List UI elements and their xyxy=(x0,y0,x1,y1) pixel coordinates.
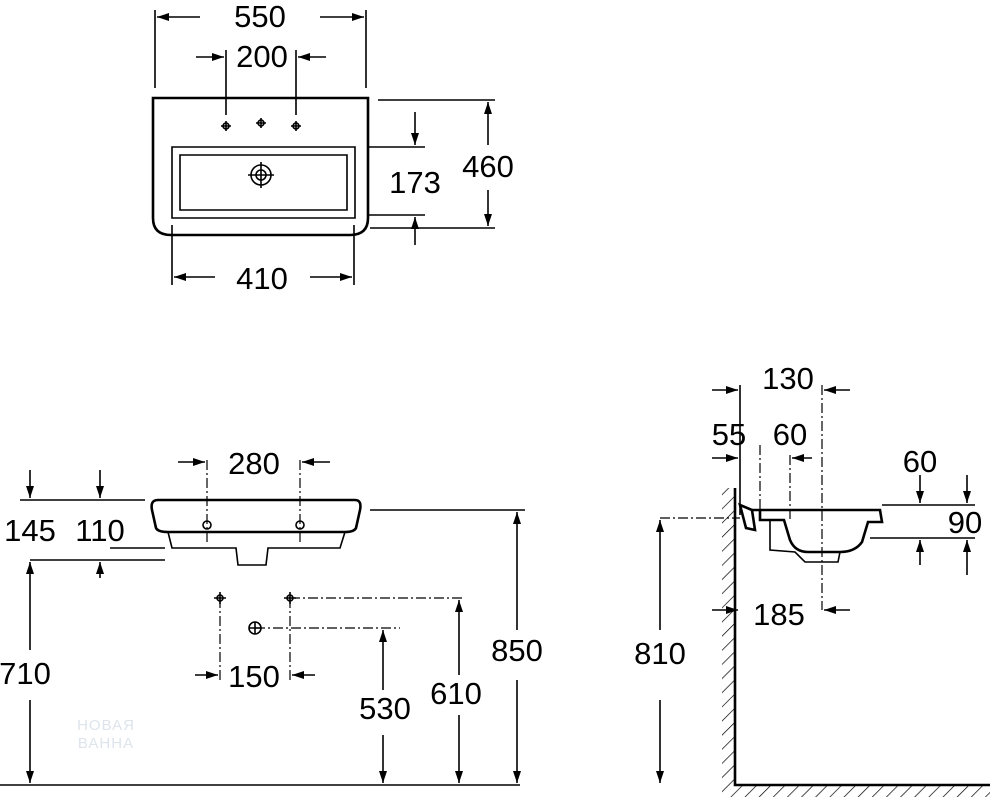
dim-height-b: 110 xyxy=(75,513,124,548)
tap-holes xyxy=(221,118,301,131)
dim-pipe-spacing: 150 xyxy=(228,659,280,694)
dim-bowl-height: 90 xyxy=(948,505,982,540)
dim-floor-top: 810 xyxy=(634,636,686,671)
dim-projection-b: 185 xyxy=(753,597,805,632)
front-view: 280 145 110 710 850 610 530 150 НОВАЯ ВА… xyxy=(0,446,543,786)
side-basin xyxy=(752,508,884,554)
dim-floor-underside: 710 xyxy=(0,656,51,691)
dim-floor-rim: 850 xyxy=(491,633,543,668)
bowl-outline xyxy=(171,146,356,219)
side-view: 130 55 60 60 90 185 810 xyxy=(634,361,990,797)
dim-offset-b: 60 xyxy=(773,417,807,452)
top-view: 550 200 410 173 460 xyxy=(151,0,514,296)
svg-text:НОВАЯ: НОВАЯ xyxy=(77,717,135,734)
watermark-logo: НОВАЯ ВАННА xyxy=(77,717,135,752)
dim-bowl-width: 410 xyxy=(236,261,288,296)
drain-icon xyxy=(248,162,274,188)
dim-height-a: 145 xyxy=(4,513,56,548)
basin-outline xyxy=(151,96,370,237)
dim-bowl-depth: 173 xyxy=(389,165,441,200)
dim-tap-spacing: 280 xyxy=(228,446,280,481)
pipe-points xyxy=(214,592,465,680)
dim-pipe-low: 530 xyxy=(359,691,411,726)
dim-rim-depth: 60 xyxy=(903,444,937,479)
dim-projection-a: 130 xyxy=(762,361,814,396)
wall-bracket xyxy=(738,502,757,532)
dim-pipe-high: 610 xyxy=(430,676,482,711)
dim-depth: 460 xyxy=(462,149,514,184)
svg-text:ВАННА: ВАННА xyxy=(78,735,134,752)
dim-offset-a: 55 xyxy=(712,417,746,452)
dim-tap-spacing: 200 xyxy=(236,39,288,74)
dim-width: 550 xyxy=(234,0,286,34)
front-basin xyxy=(150,498,362,534)
